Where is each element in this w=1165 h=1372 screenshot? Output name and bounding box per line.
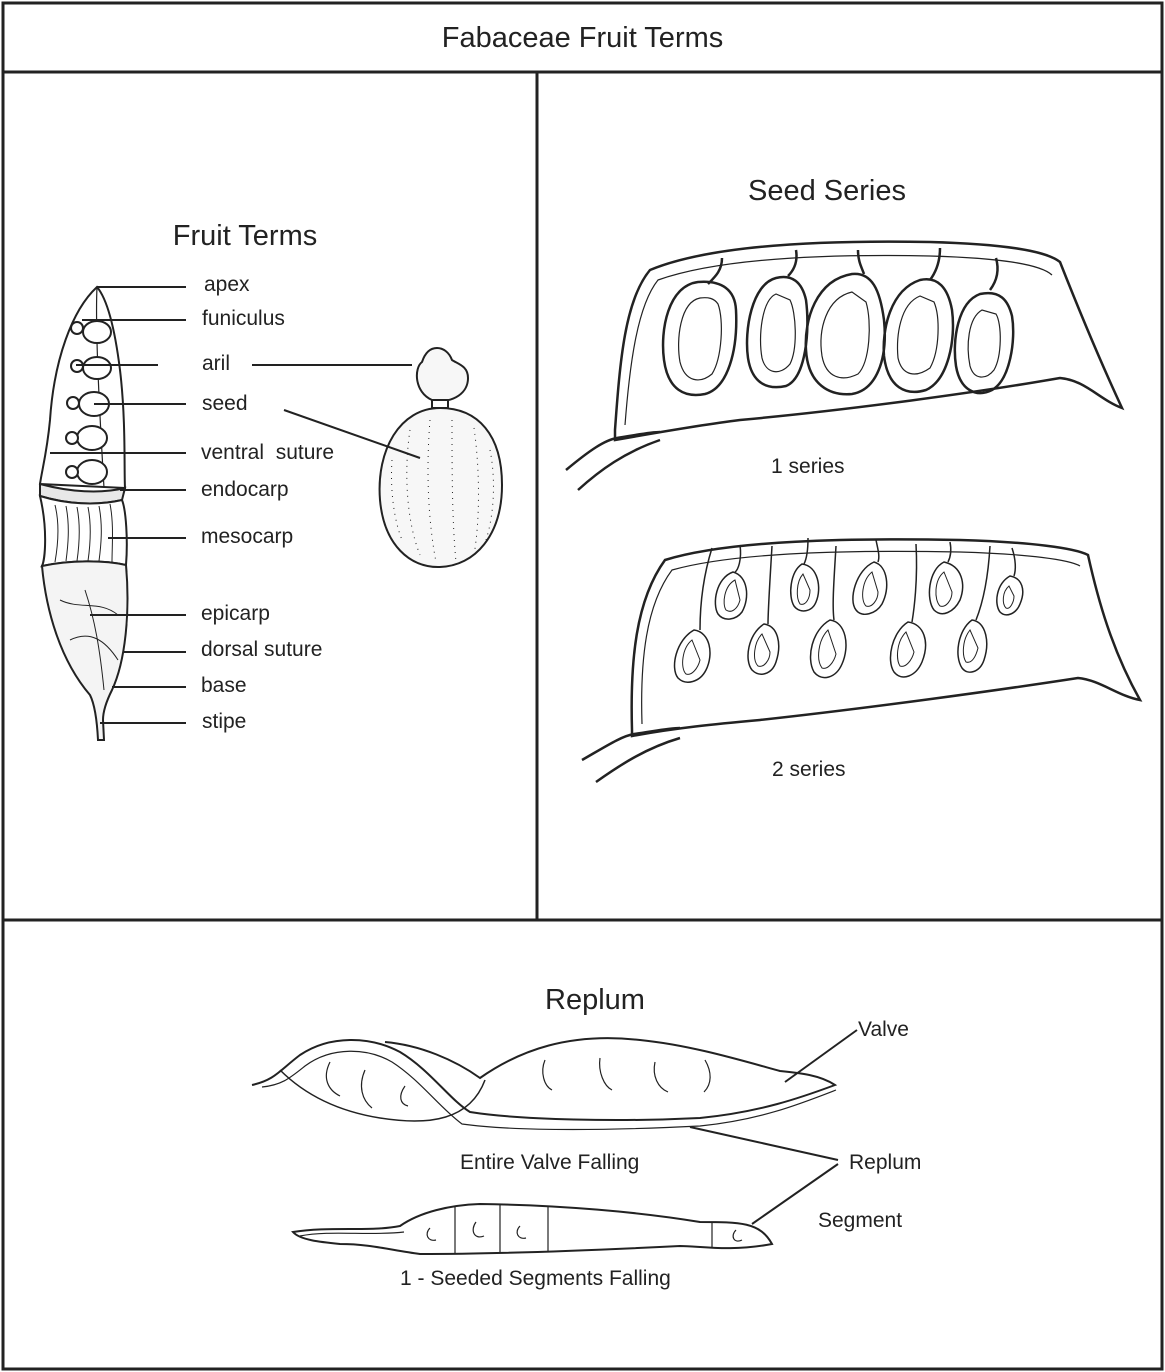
valve-seed-marks [326, 1058, 710, 1108]
label-stipe: stipe [202, 710, 246, 734]
label-replum: Replum [849, 1151, 921, 1175]
label-endocarp: endocarp [201, 478, 289, 502]
label-aril: aril [202, 352, 230, 376]
legume-pod-illustration [40, 287, 127, 740]
seed-series-heading: Seed Series [702, 175, 952, 208]
caption-seeded-segments-falling: 1 - Seeded Segments Falling [400, 1267, 671, 1291]
caption-2-series: 2 series [772, 758, 846, 782]
label-segment: Segment [818, 1209, 902, 1233]
label-base: base [201, 674, 247, 698]
label-funiculus: funiculus [202, 307, 285, 331]
replum-heading: Replum [470, 984, 720, 1017]
fruit-terms-heading: Fruit Terms [120, 220, 370, 253]
seed-with-aril-illustration [380, 348, 502, 567]
caption-entire-valve-falling: Entire Valve Falling [460, 1151, 639, 1175]
entire-valve-pod [252, 1038, 836, 1129]
label-ventral-suture: ventral suture [201, 441, 334, 465]
page-title: Fabaceae Fruit Terms [0, 22, 1165, 55]
replum-leader-lines [690, 1030, 857, 1224]
label-mesocarp: mesocarp [201, 525, 293, 549]
label-dorsal-suture: dorsal suture [201, 638, 322, 662]
segmented-pod [293, 1204, 772, 1254]
caption-1-series: 1 series [771, 455, 845, 479]
label-apex: apex [204, 273, 250, 297]
label-seed: seed [202, 392, 248, 416]
two-series-pod [582, 538, 1140, 782]
one-series-pod [566, 242, 1122, 490]
label-valve: Valve [858, 1018, 909, 1042]
label-epicarp: epicarp [201, 602, 270, 626]
